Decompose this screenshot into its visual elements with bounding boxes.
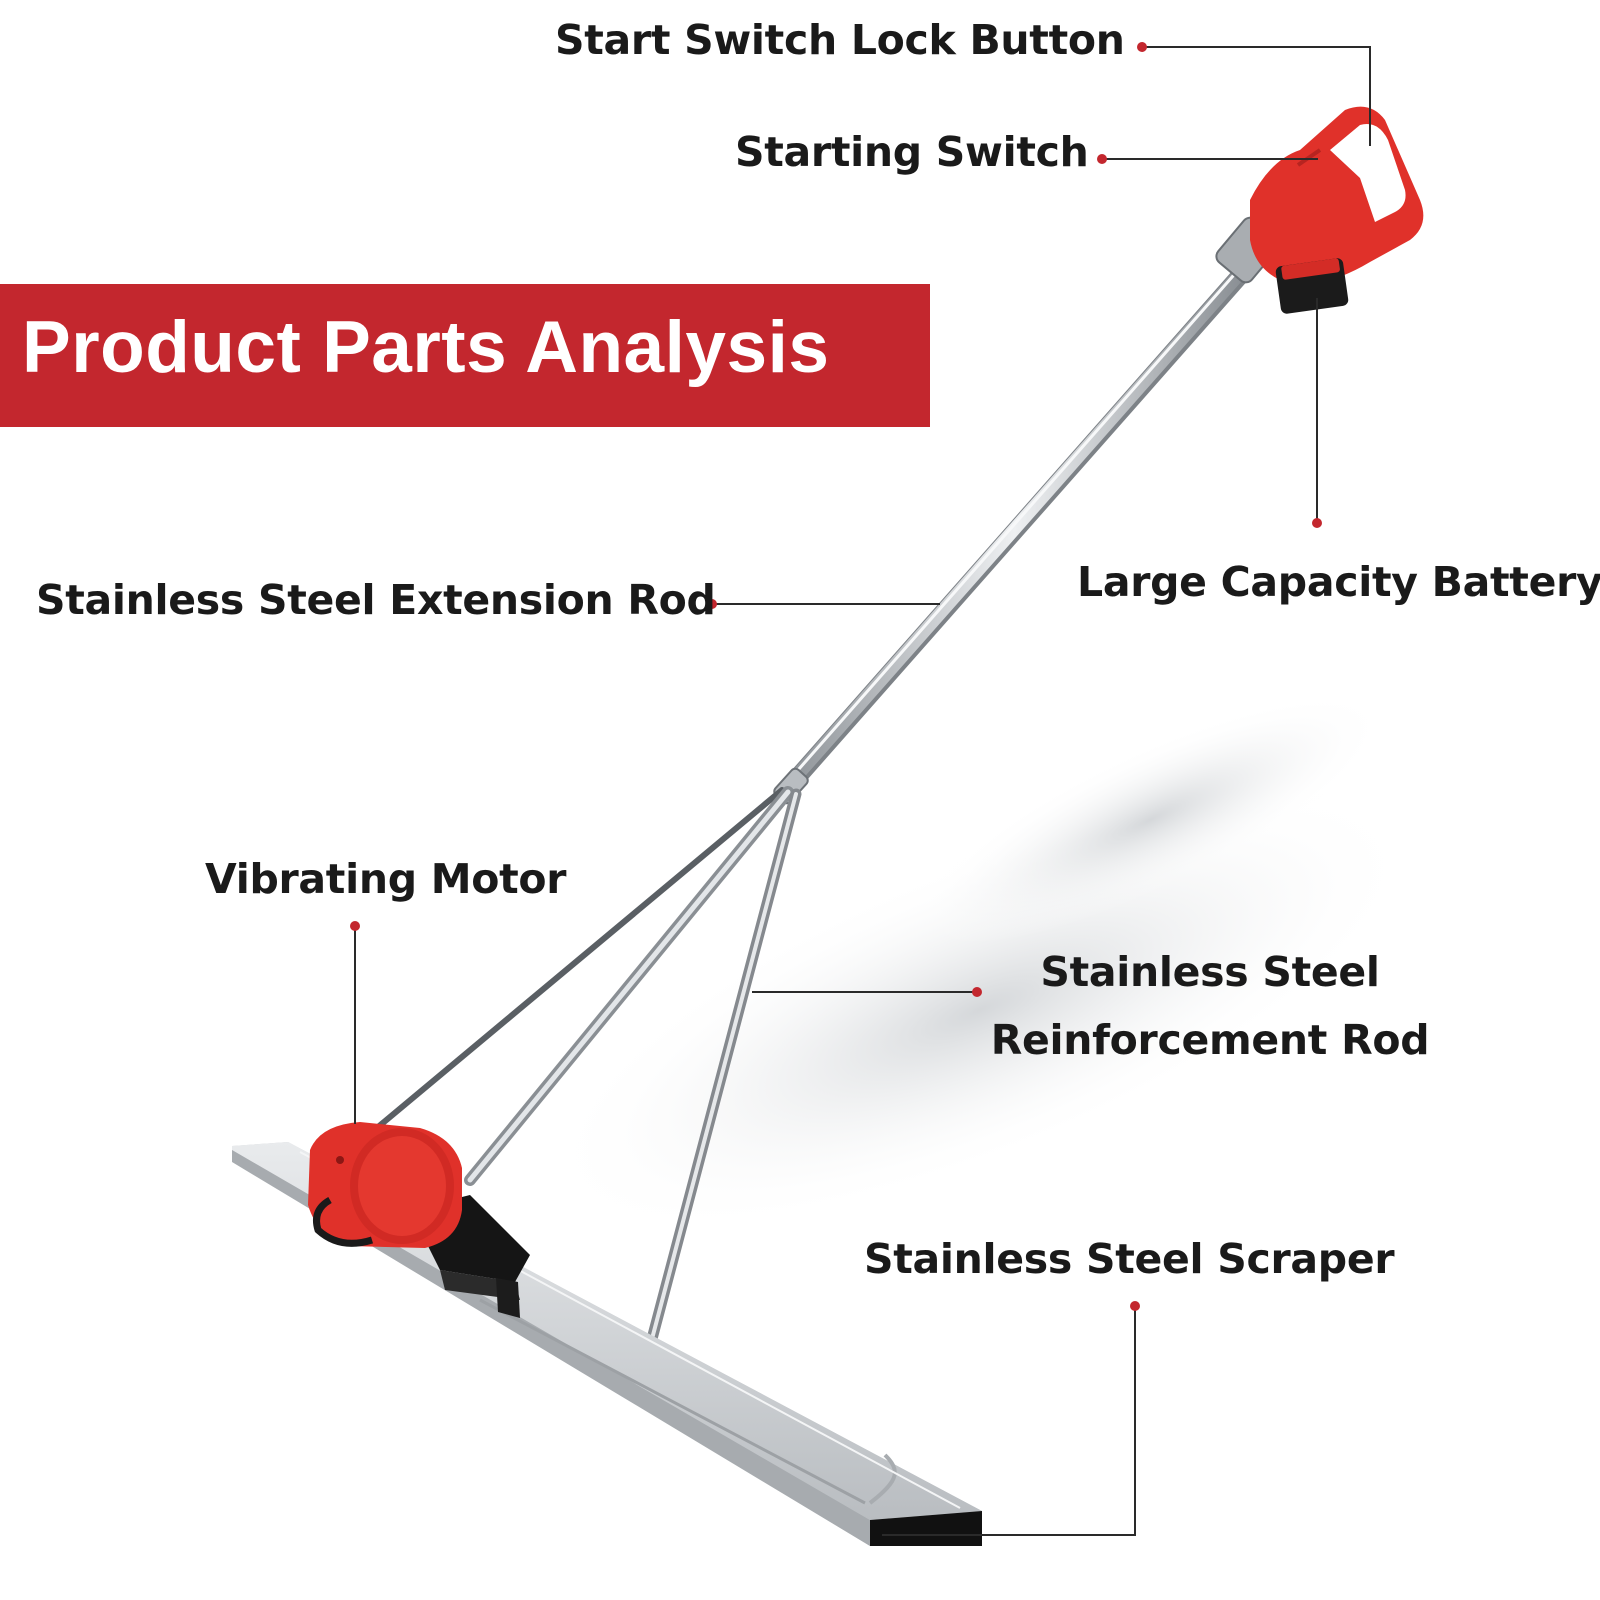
leader-lines [354,46,1371,1536]
vibrating-motor [308,1122,462,1248]
label-reinforcement-rod: Stainless Steel Reinforcement Rod [990,938,1430,1074]
label-starting-switch: Starting Switch [735,128,1089,176]
dot-extension-rod [707,599,717,609]
label-large-capacity-battery: Large Capacity Battery [1077,558,1600,606]
label-vibrating-motor: Vibrating Motor [205,855,567,903]
dot-start-switch-lock-button [1137,42,1147,52]
label-reinforcement-rod-line2: Reinforcement Rod [990,1016,1430,1064]
dot-starting-switch [1097,154,1107,164]
label-reinforcement-rod-line1: Stainless Steel [1040,948,1380,996]
title-banner [0,284,930,427]
floor-shadow [912,693,1388,947]
leader-start-switch-lock-button [1142,46,1371,146]
dot-vibrating-motor [350,921,360,931]
floor-shadow [540,785,1420,1235]
page-title: Product Parts Analysis [22,307,830,388]
leader-scraper [882,1306,1136,1536]
label-extension-rod: Stainless Steel Extension Rod [36,576,716,624]
label-scraper: Stainless Steel Scraper [864,1235,1395,1283]
label-start-switch-lock-button: Start Switch Lock Button [555,16,1125,64]
leader-dots [350,42,1322,1311]
lower-rods [369,786,794,1186]
dot-scraper [1130,1301,1140,1311]
extension-rod [779,261,1254,797]
power-unit [1215,106,1424,314]
dot-large-capacity-battery [1312,518,1322,528]
dot-reinforcement-rod [972,987,982,997]
